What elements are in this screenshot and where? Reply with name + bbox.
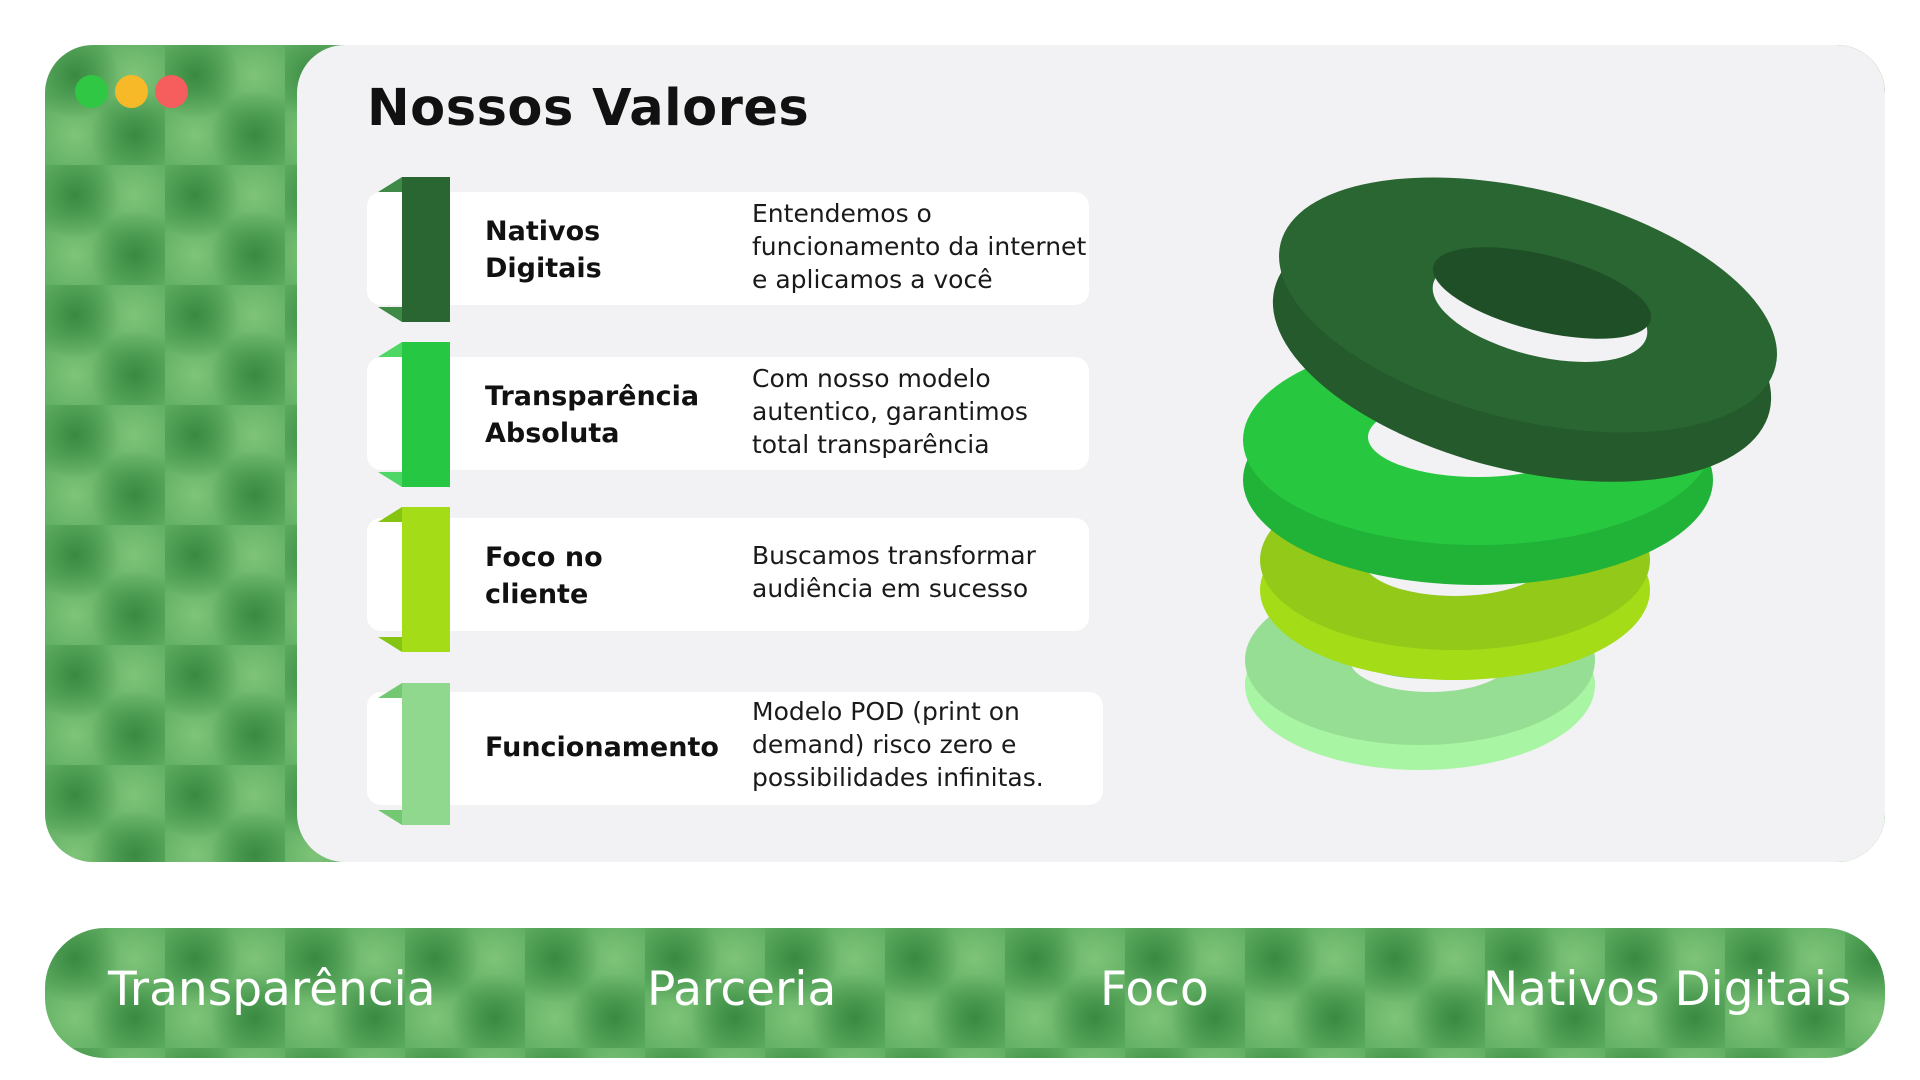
values-ticker: Transparência Parceria Foco Nativos Digi… [45, 928, 1885, 1058]
value-name: Transparência Absoluta [485, 381, 700, 449]
value-item-foco-no-cliente: Foco no cliente Buscamos transformar aud… [367, 507, 1089, 652]
ticker-word: Transparência [108, 962, 436, 1017]
window-close-button[interactable] [75, 75, 108, 108]
value-description: Com nosso modelo autentico, garantimos t… [752, 364, 1028, 459]
value-description: Entendemos o funcionamento da internet e… [752, 199, 1087, 294]
value-ribbon [378, 683, 450, 825]
value-ribbon [378, 507, 450, 652]
value-name: Nativos Digitais [485, 216, 602, 284]
value-card [367, 518, 1089, 631]
value-item-nativos-digitais: Nativos Digitais Entendemos o funcioname… [367, 177, 1089, 322]
ticker-word: Foco [1100, 962, 1209, 1017]
value-card [367, 192, 1089, 305]
window-controls [75, 75, 188, 108]
page-title: Nossos Valores [367, 79, 810, 138]
stacked-rings-illustration [1243, 177, 1777, 770]
value-item-funcionamento: Funcionamento Modelo POD (print on deman… [367, 683, 1107, 828]
ticker-word: Nativos Digitais [1483, 962, 1852, 1017]
window-minimize-button[interactable] [115, 75, 148, 108]
window-maximize-button[interactable] [155, 75, 188, 108]
value-description: Buscamos transformar audiência em sucess… [752, 541, 1036, 603]
value-ribbon [378, 342, 450, 487]
value-name: Foco no cliente [485, 542, 603, 610]
ring-top [1272, 177, 1777, 482]
ticker-word: Parceria [647, 962, 837, 1017]
value-description: Modelo POD (print on demand) risco zero … [752, 697, 1044, 792]
value-name: Funcionamento [485, 732, 719, 763]
value-card [367, 357, 1089, 470]
value-card [367, 692, 1103, 805]
value-item-transparencia-absoluta: Transparência Absoluta Com nosso modelo … [367, 342, 1089, 487]
value-ribbon [378, 177, 450, 322]
